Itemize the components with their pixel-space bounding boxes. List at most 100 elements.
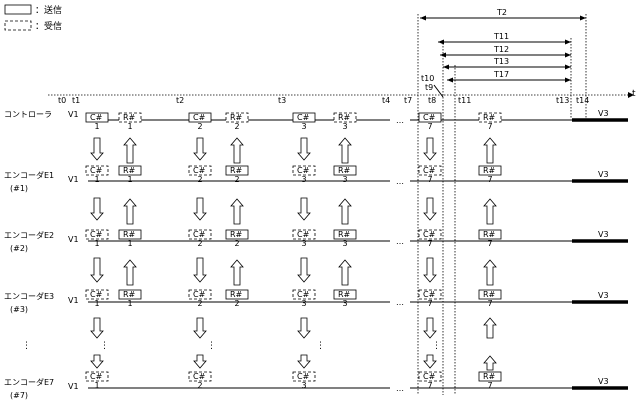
e2-response-number: 1: [128, 239, 133, 248]
interval-T2-right-head: [580, 15, 586, 21]
e2-response-label: R#: [338, 230, 351, 239]
e7-command-number: 1: [95, 381, 100, 390]
e1-command-label: C#: [297, 166, 310, 175]
controller-response-box: [225, 112, 249, 123]
e7-command-number: 3: [302, 381, 307, 390]
transfer-group-1: C#1R#1C#1R#1C#1R#1C#1R#1C#1: [85, 112, 142, 390]
response-arrow-up: [483, 137, 497, 164]
e7-command-box: [418, 371, 442, 382]
e1-command: C#2: [188, 165, 212, 184]
time-axis-label: t: [632, 89, 636, 99]
e1-response-number: 7: [488, 175, 493, 184]
controller-command-label: C#: [90, 113, 103, 122]
command-arrow-down: [90, 197, 104, 221]
e2-command-number: 3: [302, 239, 307, 248]
response-arrow-up: [483, 317, 497, 339]
controller-command-label: C#: [193, 113, 206, 122]
response-arrow-up: [483, 198, 497, 225]
row-ellipsis: …: [396, 177, 404, 186]
row-ellipsis: …: [396, 116, 404, 125]
e2-response-number: 2: [235, 239, 240, 248]
e7-command: C#1: [85, 371, 109, 390]
row-name: エンコーダE1: [4, 170, 54, 180]
e2-response-box: [225, 229, 249, 240]
e2-command-box: [188, 229, 212, 240]
e1-command-box: [188, 165, 212, 176]
controller-response-label: R#: [123, 113, 136, 122]
interval-T2-left-head: [420, 15, 426, 21]
e7-command-number: 2: [198, 381, 203, 390]
controller-command-box: [292, 112, 316, 123]
e3-response-label: R#: [483, 290, 496, 299]
e7-command: C#2: [188, 371, 212, 390]
e7-command-number: 7: [428, 381, 433, 390]
e3-response-label: R#: [123, 290, 136, 299]
command-arrow-down: [297, 317, 311, 339]
e2-response: R#7: [478, 229, 502, 248]
v1-label: V1: [68, 175, 79, 184]
row-sub: (#3): [10, 305, 28, 314]
v1-label: V1: [68, 235, 79, 244]
controller-response: R#3: [333, 112, 357, 131]
controller-response-label: R#: [230, 113, 243, 122]
e2-command-label: C#: [297, 230, 310, 239]
legend-receive-box: [4, 20, 32, 31]
vdots: ⋮: [207, 341, 216, 351]
e2-command: C#3: [292, 229, 316, 248]
e3-response-number: 7: [488, 299, 493, 308]
interval-T13-left-head: [443, 64, 449, 70]
e1-command: C#7: [418, 165, 442, 184]
transfer-group-3: C#3R#3C#3R#3C#3R#3C#3R#3C#3: [292, 112, 357, 390]
e1-command-box: [292, 165, 316, 176]
interval-T11-left-head: [438, 39, 444, 45]
e1-command-number: 1: [95, 175, 100, 184]
e2-command-label: C#: [90, 230, 103, 239]
time-label-t4: t4: [382, 96, 390, 105]
time-label-t14: t14: [576, 96, 589, 105]
e1-response-box: [478, 165, 502, 176]
v3-label: V3: [598, 377, 609, 386]
time-axis-arrowhead: [628, 92, 634, 98]
controller-command: C#7: [418, 112, 442, 131]
command-arrow-down: [90, 354, 104, 369]
v1-label: V1: [68, 296, 79, 305]
e2-command-box: [85, 229, 109, 240]
time-label-t7: t7: [404, 96, 412, 105]
e2-command-number: 2: [198, 239, 203, 248]
response-arrow-up: [123, 198, 137, 225]
e1-command: C#3: [292, 165, 316, 184]
response-arrow-up: [123, 259, 137, 286]
command-arrow-down: [193, 317, 207, 339]
e1-command-number: 7: [428, 175, 433, 184]
command-response-transfers: C#1R#1C#1R#1C#1R#1C#1R#1C#1C#2R#2C#2R#2C…: [85, 112, 502, 390]
e1-response-box: [118, 165, 142, 176]
controller-command-label: C#: [297, 113, 310, 122]
response-arrow-up: [338, 198, 352, 225]
response-arrow-up: [230, 198, 244, 225]
command-arrow-down: [193, 257, 207, 283]
controller-response-label: R#: [338, 113, 351, 122]
controller-response-number: 2: [235, 122, 240, 131]
interval-T12-label: T12: [493, 45, 509, 54]
e2-command: C#7: [418, 229, 442, 248]
row-name: エンコーダE7: [4, 377, 54, 387]
e2-response: R#2: [225, 229, 249, 248]
e2-response: R#3: [333, 229, 357, 248]
e7-command-box: [188, 371, 212, 382]
e3-response-box: [118, 289, 142, 300]
transfer-group-2: C#2R#2C#2R#2C#2R#2C#2R#2C#2: [188, 112, 249, 390]
e7-command: C#3: [292, 371, 316, 390]
row-name: エンコーダE2: [4, 230, 54, 240]
e7-response-box: [478, 371, 502, 382]
e3-response-number: 3: [343, 299, 348, 308]
controller-command-box: [85, 112, 109, 123]
legend-send-label: ：送信: [35, 4, 62, 16]
row-4: エンコーダE3(#3)V1…V3: [4, 291, 628, 314]
e3-response: R#1: [118, 289, 142, 308]
interval-T17-left-head: [447, 77, 453, 83]
e1-response-box: [333, 165, 357, 176]
e3-command: C#3: [292, 289, 316, 308]
response-arrow-up: [338, 137, 352, 164]
e3-response-box: [225, 289, 249, 300]
